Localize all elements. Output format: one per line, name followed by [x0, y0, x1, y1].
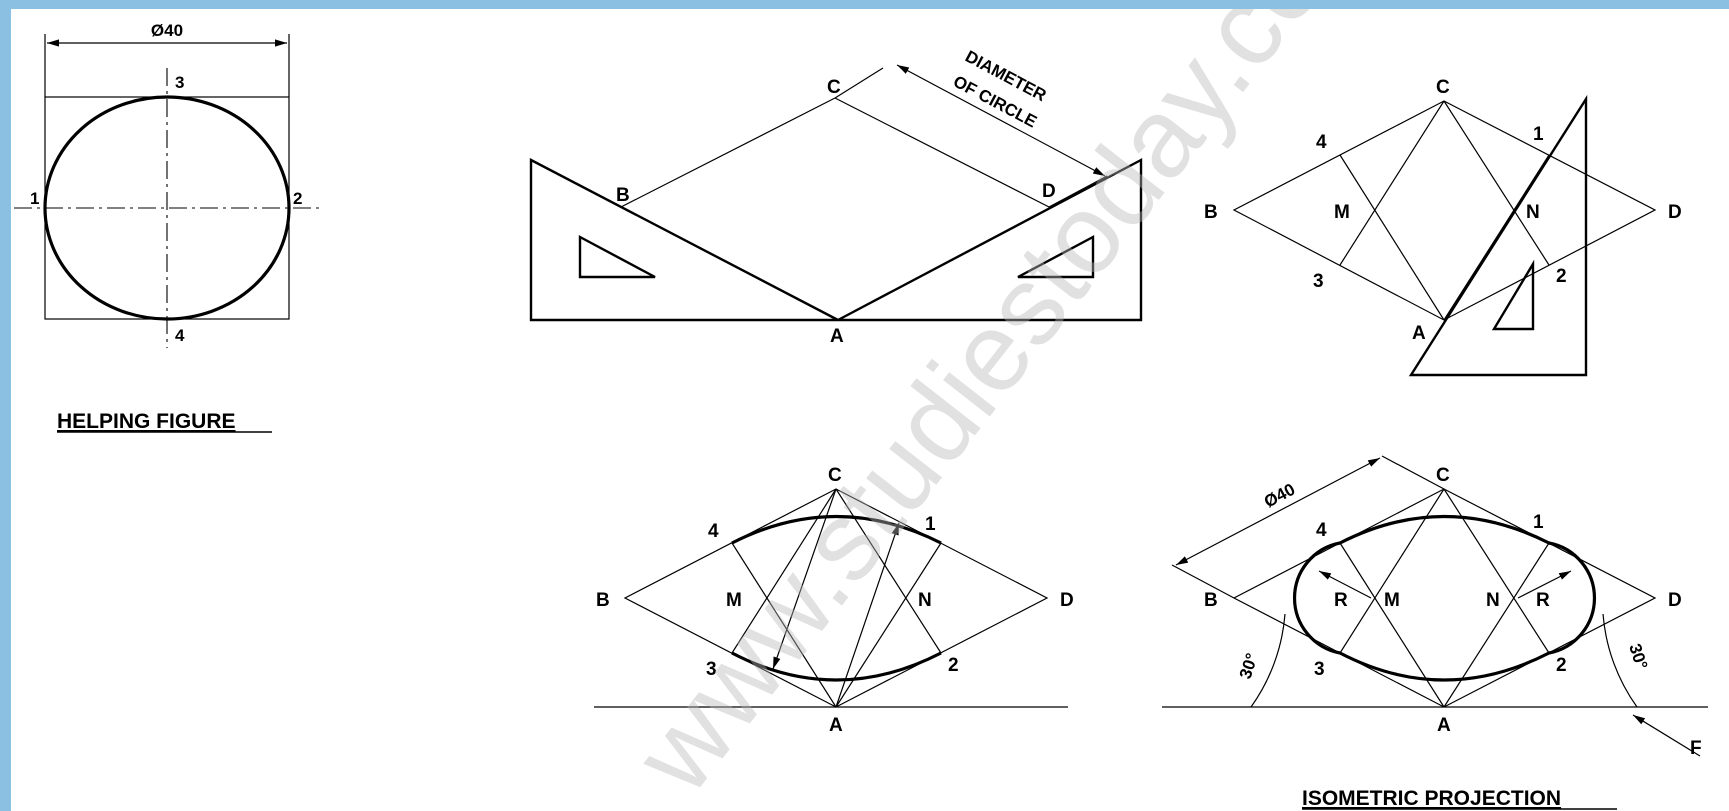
point-label: D [1042, 181, 1056, 202]
watermark: www.studiestoday.com [610, 9, 1405, 811]
angle-arc-left [1250, 613, 1286, 708]
diameter-dimension-line [1175, 457, 1381, 566]
isometric-projection: Ø40 C B D A M N 1 2 3 4 R R 30° 30° F IS… [1162, 455, 1708, 810]
right-set-square [837, 158, 1143, 322]
radius-label: R [1334, 590, 1348, 611]
extension-line-b [1171, 564, 1235, 599]
extension-line-c [834, 67, 884, 99]
upper-arc [731, 514, 942, 545]
point-label: D [1060, 590, 1074, 611]
point-label: A [1412, 323, 1426, 344]
radius-arrow-lower [772, 488, 837, 670]
point-label: 2 [948, 655, 959, 676]
set-square-cutout [1491, 259, 1535, 331]
point-label: 2 [1556, 266, 1567, 287]
line-c-3 [1339, 488, 1445, 654]
radius-arrow-upper [835, 522, 900, 708]
angle-label-left: 30° [1236, 651, 1262, 682]
rhombus [1232, 100, 1657, 321]
point-label: M [726, 590, 742, 611]
point-label: A [830, 326, 844, 347]
direction-arrow [1632, 714, 1701, 757]
extension-line-d [1048, 175, 1108, 208]
point-label: 2 [293, 189, 302, 208]
point-label: N [918, 590, 932, 611]
lower-arc [731, 651, 942, 682]
point-label: 2 [1556, 655, 1567, 676]
line-a-1 [1443, 542, 1550, 708]
point-label: C [827, 77, 841, 98]
point-label: 3 [706, 659, 717, 680]
diameter-dimension-line [896, 64, 1106, 177]
radius-label: R [1536, 590, 1550, 611]
isometric-title: ISOMETRIC PROJECTION [1302, 787, 1561, 810]
point-label: A [1437, 715, 1451, 736]
point-label: D [1668, 590, 1682, 611]
extension-line-c [1381, 455, 1445, 490]
isometric-ellipse [1293, 514, 1596, 682]
point-label: B [616, 185, 630, 206]
rhombus-edge-bc [620, 97, 836, 208]
line-a-4 [1339, 542, 1445, 708]
point-label: 3 [1313, 271, 1324, 292]
radius-arrow-right [1517, 570, 1572, 599]
isometric-circle-diagram: Ø40 1 2 3 4 HELPING FIGURE C B D A DIAME… [14, 9, 1708, 811]
point-label: 1 [1533, 512, 1544, 533]
point-label: 4 [175, 326, 185, 345]
point-label: N [1526, 202, 1540, 223]
point-label: D [1668, 202, 1682, 223]
point-label: B [596, 590, 610, 611]
direction-label: F [1690, 738, 1702, 759]
dimension-label: Ø40 [1261, 480, 1298, 512]
point-label: 3 [1314, 659, 1325, 680]
helping-figure: Ø40 1 2 3 4 HELPING FIGURE [14, 21, 320, 433]
point-label: 1 [30, 189, 39, 208]
right-set-square-cutout [1017, 235, 1095, 279]
point-label: 4 [1316, 132, 1327, 153]
dimension-label: Ø40 [151, 21, 183, 40]
left-set-square-cutout [578, 235, 656, 279]
point-label: B [1204, 202, 1218, 223]
step2-rhombus-construction: C B D A M N 1 2 3 4 [1204, 77, 1682, 377]
point-label: B [1204, 590, 1218, 611]
point-label: C [1436, 77, 1450, 98]
point-label: A [829, 715, 843, 736]
point-label: C [1436, 465, 1450, 486]
left-set-square [529, 158, 839, 322]
step3-arc-construction: C B D A M N 1 2 3 4 [594, 465, 1074, 736]
line-a-1 [1443, 154, 1550, 321]
drawing-sheet: Ø40 1 2 3 4 HELPING FIGURE C B D A DIAME… [11, 9, 1729, 811]
radius-arrow-left [1318, 570, 1372, 599]
line-c-3 [1339, 100, 1445, 266]
point-label: 1 [1533, 124, 1544, 145]
point-label: M [1384, 590, 1400, 611]
point-label: 4 [708, 521, 719, 542]
helping-figure-title: HELPING FIGURE [57, 410, 236, 433]
point-label: M [1334, 202, 1350, 223]
line-a-4 [1339, 154, 1445, 321]
point-label: 3 [175, 73, 184, 92]
angle-label-right: 30° [1625, 641, 1651, 672]
set-square [1408, 94, 1588, 377]
point-label: 4 [1316, 520, 1327, 541]
point-label: C [828, 465, 842, 486]
rhombus [1232, 488, 1657, 708]
angle-arc-right [1602, 613, 1638, 708]
point-label: 1 [925, 514, 936, 535]
point-label: N [1486, 590, 1500, 611]
line-c-2 [1443, 100, 1550, 266]
